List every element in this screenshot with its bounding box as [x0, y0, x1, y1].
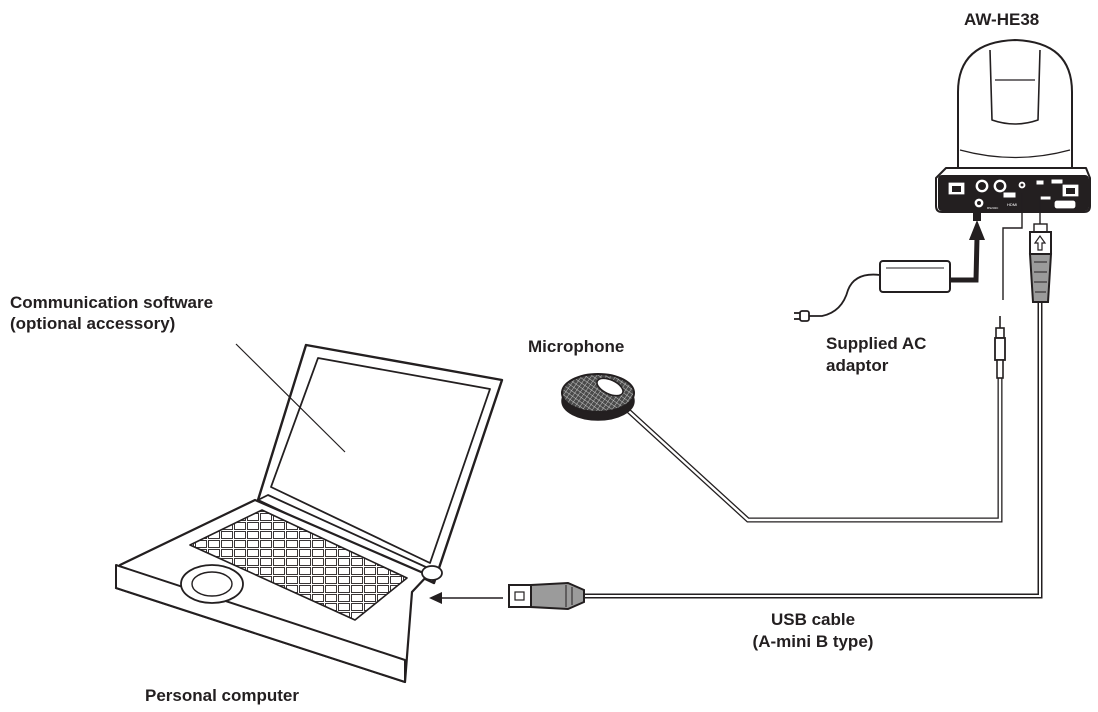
camera-label: AW-HE38 [964, 10, 1040, 29]
usb-cable-label-line2: (A-mini B type) [752, 632, 874, 651]
usb-cable-icon [508, 196, 1053, 611]
laptop-icon [114, 343, 504, 684]
hdmi-port-label: HDMI [1007, 202, 1017, 207]
camera-icon [935, 39, 1091, 213]
microphone-label: Microphone [528, 337, 625, 356]
computer-label: Personal computer [145, 686, 299, 705]
ac-adaptor-icon [794, 213, 985, 322]
software-label-line2: (optional accessory) [10, 314, 176, 333]
rs232c-port-label: RS232C [987, 206, 999, 210]
software-label-line1: Communication software [10, 293, 214, 312]
usb-cable-label-line1: USB cable [770, 610, 856, 629]
software-leader-line [235, 343, 346, 453]
microphone-icon [561, 193, 1023, 523]
ac-adaptor-label-line1: Supplied AC [826, 334, 927, 353]
ac-adaptor-label-line2: adaptor [826, 356, 889, 375]
usb-direction-arrow [429, 592, 503, 604]
